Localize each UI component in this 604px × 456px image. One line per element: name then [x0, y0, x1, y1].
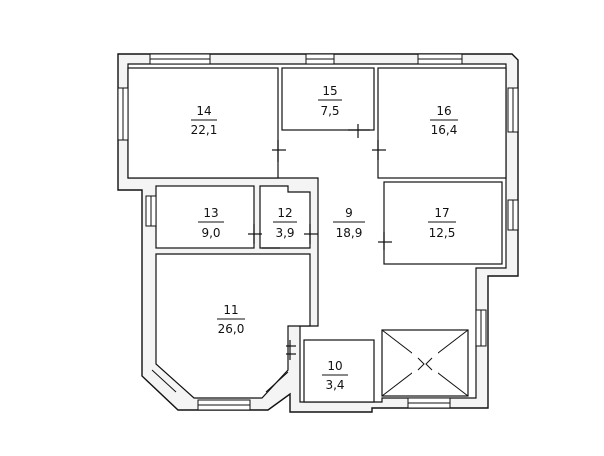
- room-13-area: [155, 185, 255, 249]
- room-number: 9: [345, 206, 353, 220]
- room-area: 22,1: [191, 123, 218, 137]
- room-label-12: 12 3,9: [273, 206, 297, 240]
- room-11-area: [155, 253, 311, 399]
- room-15-area: [281, 67, 375, 131]
- room-label-17: 17 12,5: [428, 206, 456, 240]
- room-12-area: [259, 185, 311, 249]
- room-label-16: 16 16,4: [430, 104, 458, 137]
- room-area: 26,0: [218, 322, 245, 336]
- room-16-area: [377, 67, 507, 179]
- room-label-10: 10 3,4: [322, 359, 348, 392]
- stair-center: [412, 352, 438, 374]
- windows: [117, 53, 519, 411]
- room-14-area: [127, 67, 279, 179]
- stair-arrows: [417, 357, 433, 371]
- doors: [248, 124, 392, 360]
- room-number: 13: [203, 206, 218, 220]
- room-label-14: 14 22,1: [191, 104, 218, 137]
- room-area: 3,9: [275, 226, 294, 240]
- room-area: 9,0: [201, 226, 220, 240]
- room-label-11: 11 26,0: [217, 303, 245, 336]
- room-label-13: 13 9,0: [198, 206, 224, 240]
- room-number: 11: [223, 303, 238, 317]
- room-area: 16,4: [431, 123, 458, 137]
- room-number: 14: [196, 104, 211, 118]
- room-label-9: 9 18,9: [333, 206, 365, 240]
- room-number: 10: [327, 359, 342, 373]
- room-area: 18,9: [336, 226, 363, 240]
- room-area: 12,5: [429, 226, 456, 240]
- room-number: 16: [436, 104, 451, 118]
- room-10-area: [303, 339, 375, 403]
- room-number: 15: [322, 84, 337, 98]
- room-area: 3,4: [325, 378, 344, 392]
- room-number: 17: [434, 206, 449, 220]
- room-number: 12: [277, 206, 292, 220]
- room-area: 7,5: [320, 104, 339, 118]
- room-17-area: [383, 181, 503, 265]
- room-label-15: 15 7,5: [318, 84, 342, 118]
